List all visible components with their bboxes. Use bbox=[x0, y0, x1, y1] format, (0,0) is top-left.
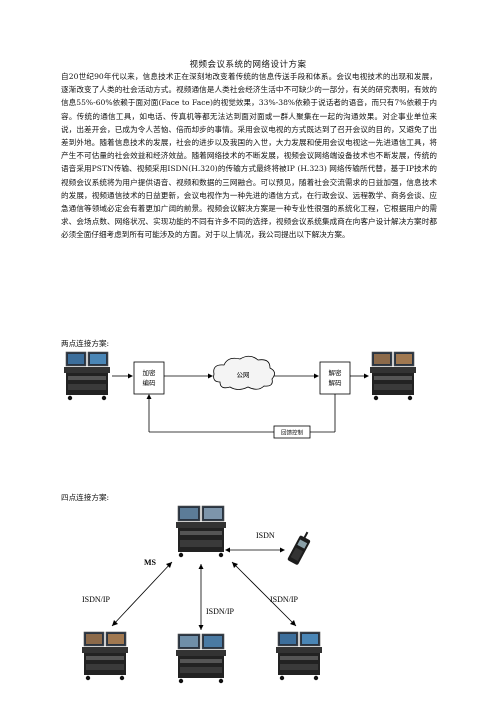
heading-four-point: 四点连接方案: bbox=[61, 493, 110, 502]
encoder-label-line2: 编码 bbox=[143, 378, 157, 387]
network-label: 公网 bbox=[237, 371, 250, 379]
encoder-label-line1: 加密 bbox=[143, 368, 157, 377]
decoder-label-line2: 解码 bbox=[329, 378, 343, 387]
isdn-label: ISDN bbox=[256, 531, 275, 540]
isdn-ip-left-label: ISDN/IP bbox=[82, 595, 111, 604]
intro-paragraph: 自20世纪90年代以来，信息技术正在深刻地改变着传统的信息传送手段和体系。会议电… bbox=[61, 72, 437, 240]
document-title: 视频会议系统的网络设计方案 bbox=[189, 60, 307, 70]
body-paragraph: 自20世纪90年代以来，信息技术正在深刻地改变着传统的信息传送手段和体系。会议电… bbox=[61, 70, 437, 242]
heading-two-point: 两点连接方案: bbox=[61, 339, 110, 348]
mobile-phone-icon bbox=[287, 531, 311, 565]
ms-label: MS bbox=[144, 558, 157, 567]
left-terminal-icon bbox=[64, 351, 110, 401]
site-terminal-center-icon bbox=[176, 633, 226, 684]
isdn-ip-right-label: ISDN/IP bbox=[270, 595, 299, 604]
ms-terminal-icon bbox=[176, 505, 226, 558]
two-point-diagram: 加密 编码 公网 解密 解码 bbox=[64, 351, 416, 439]
site-terminal-left-icon bbox=[82, 631, 128, 681]
isdn-ip-center-label: ISDN/IP bbox=[206, 607, 235, 616]
public-network-cloud-icon bbox=[213, 355, 275, 390]
decoder-label-line1: 解密 bbox=[329, 368, 343, 377]
encoder-box bbox=[133, 361, 165, 395]
decoder-box bbox=[319, 361, 351, 395]
four-point-diagram: MS ISDN ISDN/IP ISDN/IP ISDN/IP bbox=[82, 505, 322, 684]
right-terminal-icon bbox=[370, 351, 416, 401]
site-terminal-right-icon bbox=[276, 631, 322, 681]
feedback-label: 回馈控制 bbox=[281, 429, 304, 437]
